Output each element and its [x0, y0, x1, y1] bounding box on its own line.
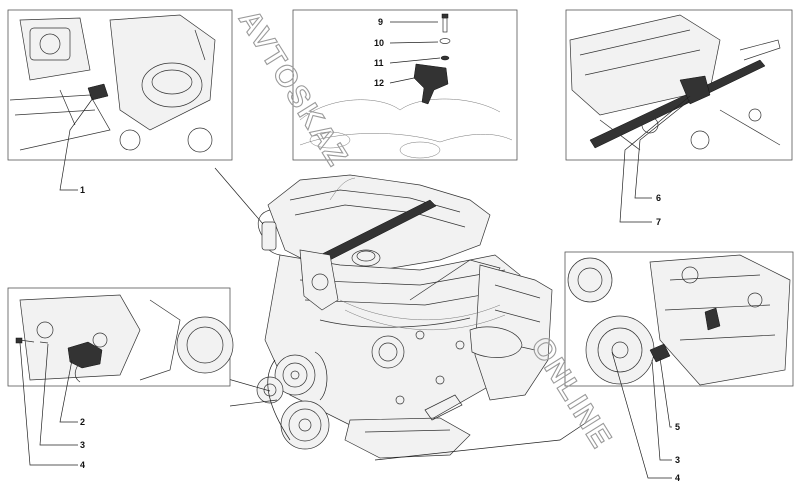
callouts-9-12: 9 10 11 12 [374, 17, 441, 88]
callout-label-1: 1 [80, 185, 85, 195]
inset-top-center [292, 9, 518, 161]
callout-label-7: 7 [656, 217, 661, 227]
callout-label-3: 3 [80, 440, 85, 450]
callout-label-4: 4 [80, 460, 85, 470]
inset-bottom-right [564, 251, 794, 387]
callout-label-10: 10 [374, 38, 384, 48]
callouts-bl-2-3-4: 2 3 4 [19, 342, 85, 470]
callout-label-5: 5 [675, 422, 680, 432]
inset-top-right [565, 9, 793, 161]
callout-label-9: 9 [378, 17, 383, 27]
callouts-br-5-3-4: 5 3 4 [611, 351, 680, 483]
inset-pointer-lines [214, 167, 591, 461]
callout-label-4b: 4 [675, 473, 680, 483]
callout-label-6: 6 [656, 193, 661, 203]
inset-bottom-left [7, 287, 234, 387]
callout-label-11: 11 [374, 58, 384, 68]
callout-1: 1 [59, 97, 94, 195]
callouts-6-7: 6 7 [619, 95, 691, 227]
callout-label-12: 12 [374, 78, 384, 88]
callout-label-3b: 3 [675, 455, 680, 465]
inset-top-left [7, 9, 233, 161]
main-engine-illustration [256, 174, 553, 459]
callout-label-2: 2 [80, 417, 85, 427]
